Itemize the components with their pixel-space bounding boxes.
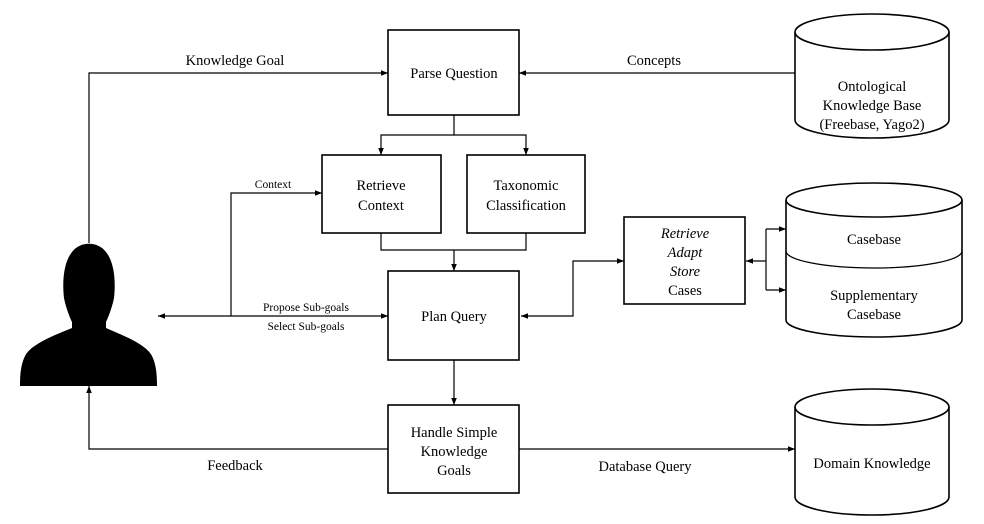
edge-parse-split-right xyxy=(454,134,529,155)
edge-plan-cbr xyxy=(521,258,624,319)
edge-context xyxy=(230,190,322,316)
ontological-line-3: (Freebase, Yago2) xyxy=(819,117,924,133)
retrieve-context-line-1: Retrieve xyxy=(356,178,405,194)
db-ontological-knowledge-base: Ontological Knowledge Base (Freebase, Ya… xyxy=(794,13,950,139)
label-propose-subgoals: Propose Sub-goals xyxy=(263,302,349,314)
cbr-store: Store xyxy=(670,264,701,280)
parse-question-label: Parse Question xyxy=(410,66,498,82)
cbr-adapt: Adapt xyxy=(667,245,704,261)
db-domain-knowledge: Domain Knowledge xyxy=(794,388,950,516)
edges xyxy=(86,70,795,452)
label-context: Context xyxy=(255,179,292,191)
db-casebase-stack: Casebase Supplementary Casebase xyxy=(785,182,963,338)
edge-knowledge-goal xyxy=(88,70,388,243)
edge-labels: Knowledge Goal Concepts Context Propose … xyxy=(186,53,693,475)
node-cbr-cycle: Retrieve Adapt Store Cases xyxy=(623,216,746,305)
node-handle-simple: Handle Simple Knowledge Goals xyxy=(387,404,520,494)
handle-simple-line-3: Goals xyxy=(437,463,471,479)
edge-feedback xyxy=(86,386,388,450)
supplementary-line-2: Casebase xyxy=(847,307,901,323)
handle-simple-line-1: Handle Simple xyxy=(411,425,498,441)
plan-query-label: Plan Query xyxy=(421,309,487,325)
label-database-query: Database Query xyxy=(599,459,693,475)
user-silhouette-icon xyxy=(20,243,157,386)
edge-parse-split xyxy=(378,115,455,155)
ontological-line-2: Knowledge Base xyxy=(823,98,922,114)
ontological-line-1: Ontological xyxy=(838,79,906,95)
node-retrieve-context: Retrieve Context xyxy=(321,154,442,234)
label-concepts: Concepts xyxy=(627,53,681,69)
node-plan-query: Plan Query xyxy=(387,270,520,361)
taxonomic-line-1: Taxonomic xyxy=(493,178,558,194)
retrieve-context-line-2: Context xyxy=(358,198,404,214)
supplementary-line-1: Supplementary xyxy=(830,288,919,304)
edge-merge-to-plan xyxy=(380,233,527,271)
domain-knowledge-label: Domain Knowledge xyxy=(813,456,930,472)
label-feedback: Feedback xyxy=(207,458,263,474)
node-parse-question: Parse Question xyxy=(387,29,520,116)
cbr-retrieve: Retrieve xyxy=(660,226,710,242)
casebase-label: Casebase xyxy=(847,232,901,248)
handle-simple-line-2: Knowledge xyxy=(421,444,488,460)
cbr-cases: Cases xyxy=(668,283,702,299)
taxonomic-line-2: Classification xyxy=(486,198,566,214)
label-select-subgoals: Select Sub-goals xyxy=(268,321,345,333)
node-taxonomic-classification: Taxonomic Classification xyxy=(466,154,586,234)
label-knowledge-goal: Knowledge Goal xyxy=(186,53,285,69)
